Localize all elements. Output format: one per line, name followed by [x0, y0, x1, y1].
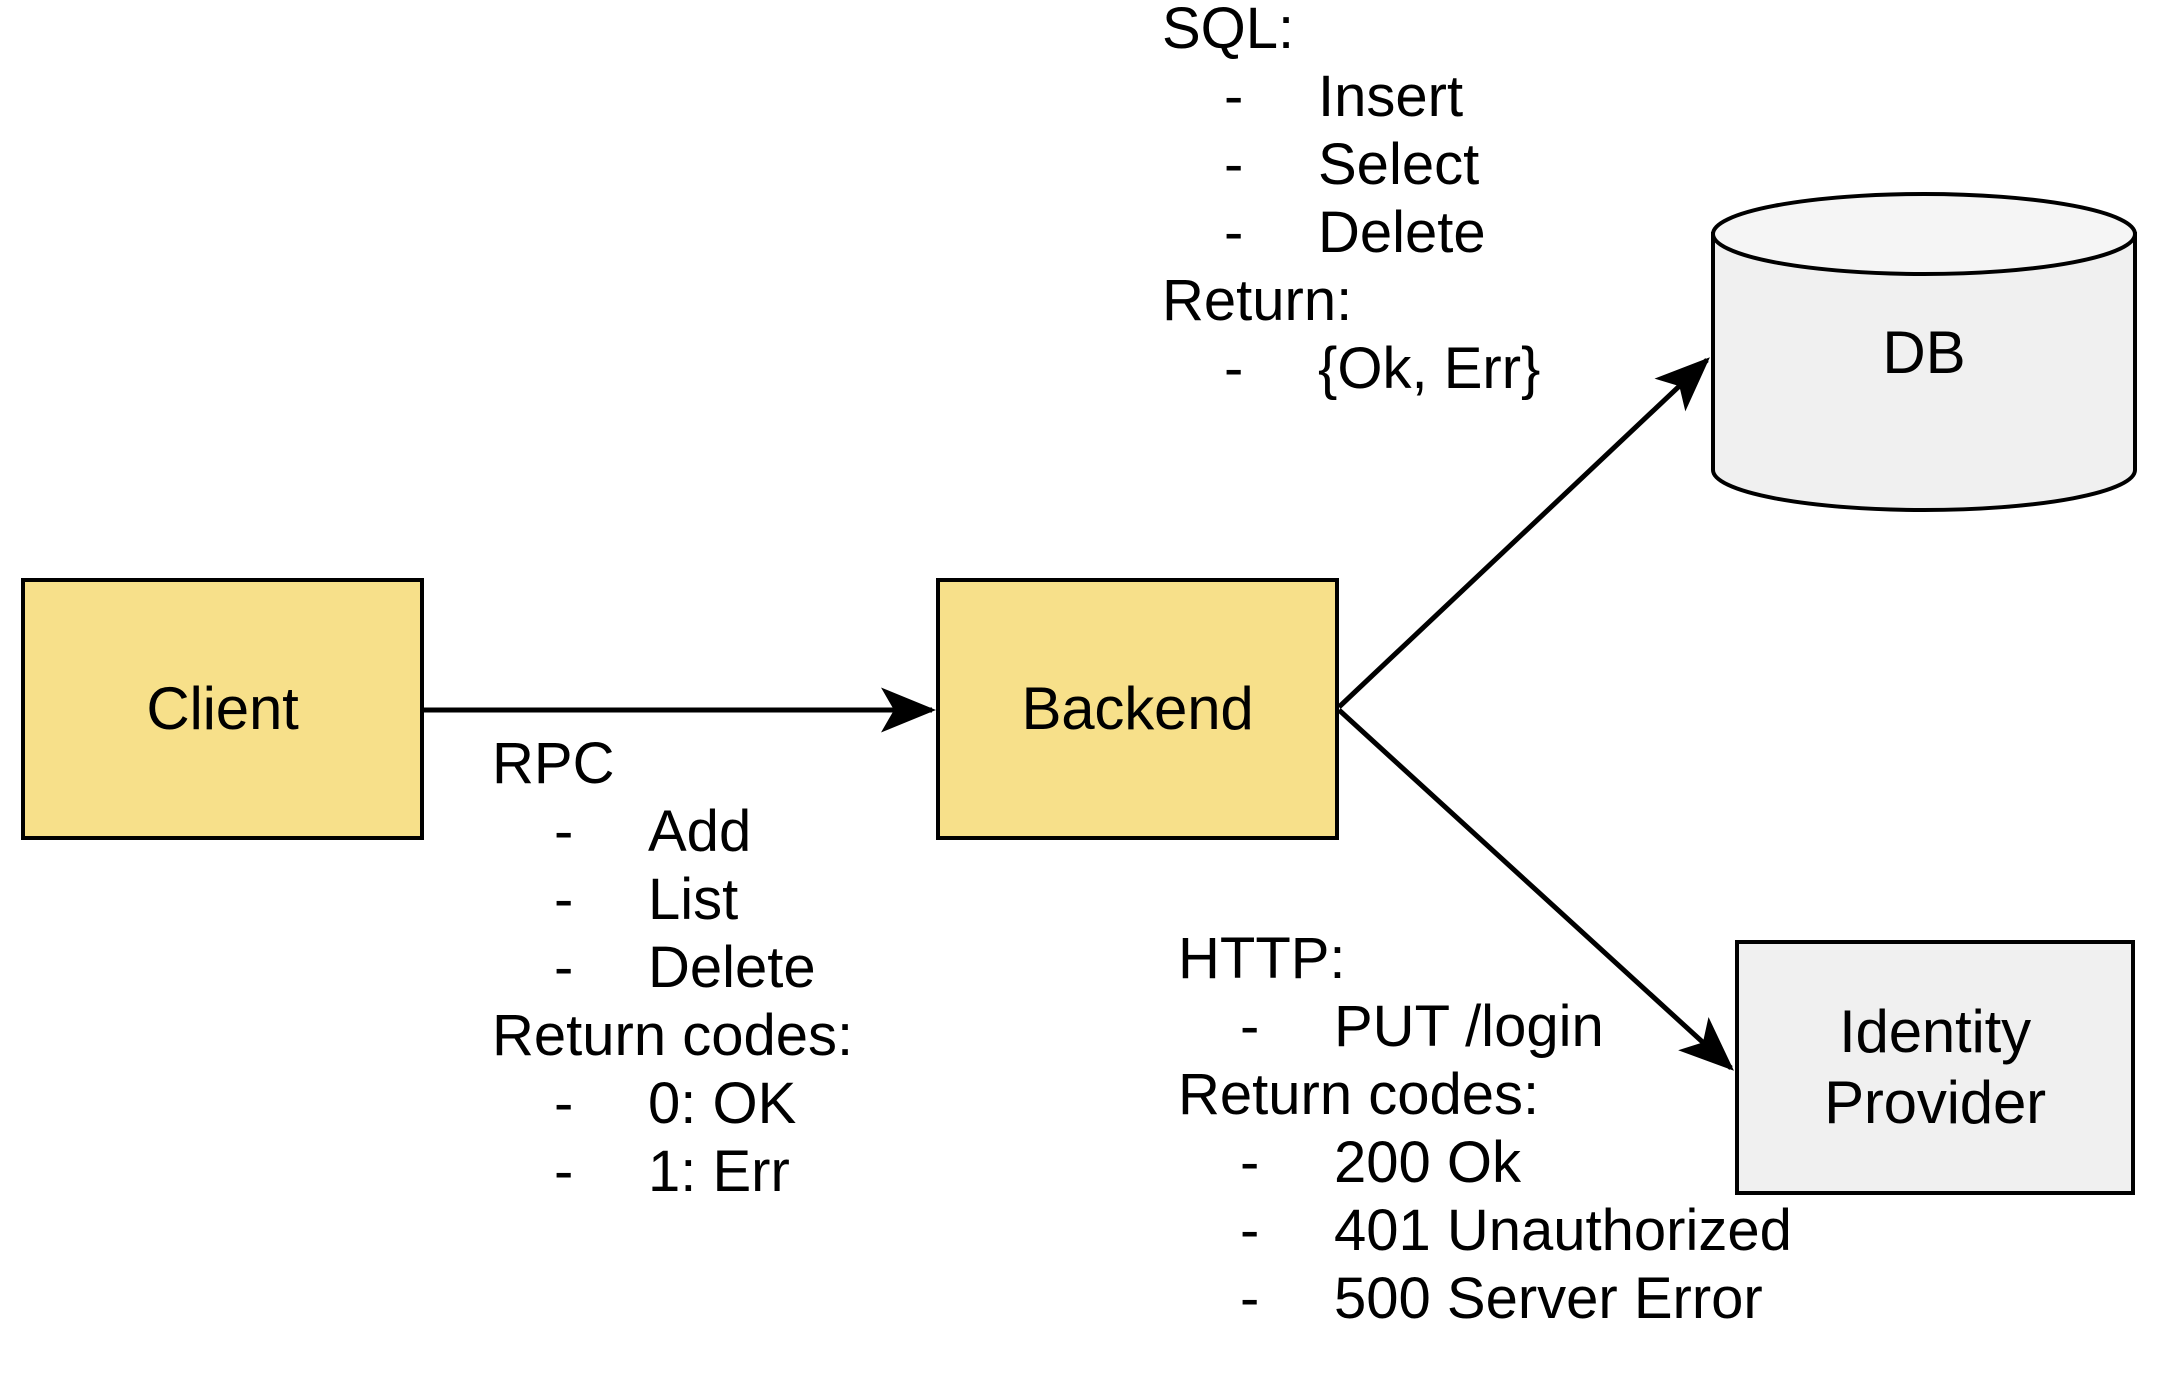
http-method-0: PUT /login	[1334, 994, 1604, 1059]
sql-bullet-dash: -	[1224, 200, 1244, 265]
rpc-returns-heading: Return codes:	[492, 1003, 854, 1068]
rpc-bullet-dash: -	[554, 799, 574, 864]
sql-bullet-dash: -	[1224, 336, 1244, 401]
http-returns-heading: Return codes:	[1178, 1062, 1540, 1127]
http-bullet-dash: -	[1240, 1130, 1260, 1195]
rpc-bullet-dash: -	[554, 1139, 574, 1204]
rpc-return-0: 0: OK	[648, 1071, 797, 1136]
sql-method-1: Select	[1318, 132, 1480, 197]
http-bullet-dash: -	[1240, 994, 1260, 1059]
sql-returns-heading: Return:	[1162, 268, 1353, 333]
sql-method-row: -Insert	[1162, 68, 1540, 126]
sql-bullet-dash: -	[1224, 132, 1244, 197]
node-identity-provider[interactable]: Identity Provider	[1735, 940, 2135, 1195]
node-identity-provider-label-line2: Provider	[1824, 1068, 2046, 1136]
rpc-return-1: 1: Err	[648, 1139, 790, 1204]
node-identity-provider-label: Identity Provider	[1824, 997, 2046, 1139]
rpc-method-row: -Add	[492, 803, 853, 861]
sql-bullet-dash: -	[1224, 64, 1244, 129]
rpc-heading: RPC	[492, 731, 615, 796]
http-return-2: 500 Server Error	[1334, 1266, 1763, 1331]
rpc-bullet-dash: -	[554, 935, 574, 1000]
sql-method-row: -Delete	[1162, 204, 1540, 262]
sql-return-0: {Ok, Err}	[1318, 336, 1541, 401]
node-backend-label: Backend	[1021, 674, 1254, 742]
http-bullet-dash: -	[1240, 1198, 1260, 1263]
sql-method-2: Delete	[1318, 200, 1486, 265]
sql-method-0: Insert	[1318, 64, 1464, 129]
rpc-method-1: List	[648, 867, 739, 932]
rpc-method-2: Delete	[648, 935, 816, 1000]
http-return-1: 401 Unauthorized	[1334, 1198, 1792, 1263]
rpc-bullet-dash: -	[554, 1071, 574, 1136]
annotation-http: HTTP: -PUT /login Return codes: -200 Ok …	[1178, 930, 1792, 1338]
rpc-return-row: -0: OK	[492, 1075, 853, 1133]
rpc-bullet-dash: -	[554, 867, 574, 932]
sql-return-row: -{Ok, Err}	[1162, 340, 1540, 398]
node-client-label: Client	[146, 674, 299, 742]
sql-heading: SQL:	[1162, 0, 1295, 61]
http-return-row: -200 Ok	[1178, 1134, 1792, 1192]
rpc-method-0: Add	[648, 799, 752, 864]
http-bullet-dash: -	[1240, 1266, 1260, 1331]
annotation-rpc: RPC -Add -List -Delete Return codes: -0:…	[492, 735, 853, 1211]
http-return-row: -500 Server Error	[1178, 1270, 1792, 1328]
db-cylinder-top	[1711, 192, 2137, 276]
node-identity-provider-label-line1: Identity	[1839, 997, 2031, 1065]
http-return-row: -401 Unauthorized	[1178, 1202, 1792, 1260]
node-client[interactable]: Client	[21, 578, 424, 840]
http-heading: HTTP:	[1178, 926, 1346, 991]
annotation-sql: SQL: -Insert -Select -Delete Return: -{O…	[1162, 0, 1540, 408]
node-db[interactable]	[1711, 192, 2137, 512]
node-backend[interactable]: Backend	[936, 578, 1339, 840]
db-cylinder-body	[1711, 232, 2137, 512]
rpc-return-row: -1: Err	[492, 1143, 853, 1201]
sql-method-row: -Select	[1162, 136, 1540, 194]
edge-backend-to-db	[1337, 357, 1710, 709]
rpc-method-row: -Delete	[492, 939, 853, 997]
rpc-method-row: -List	[492, 871, 853, 929]
http-return-0: 200 Ok	[1334, 1130, 1521, 1195]
http-method-row: -PUT /login	[1178, 998, 1792, 1056]
